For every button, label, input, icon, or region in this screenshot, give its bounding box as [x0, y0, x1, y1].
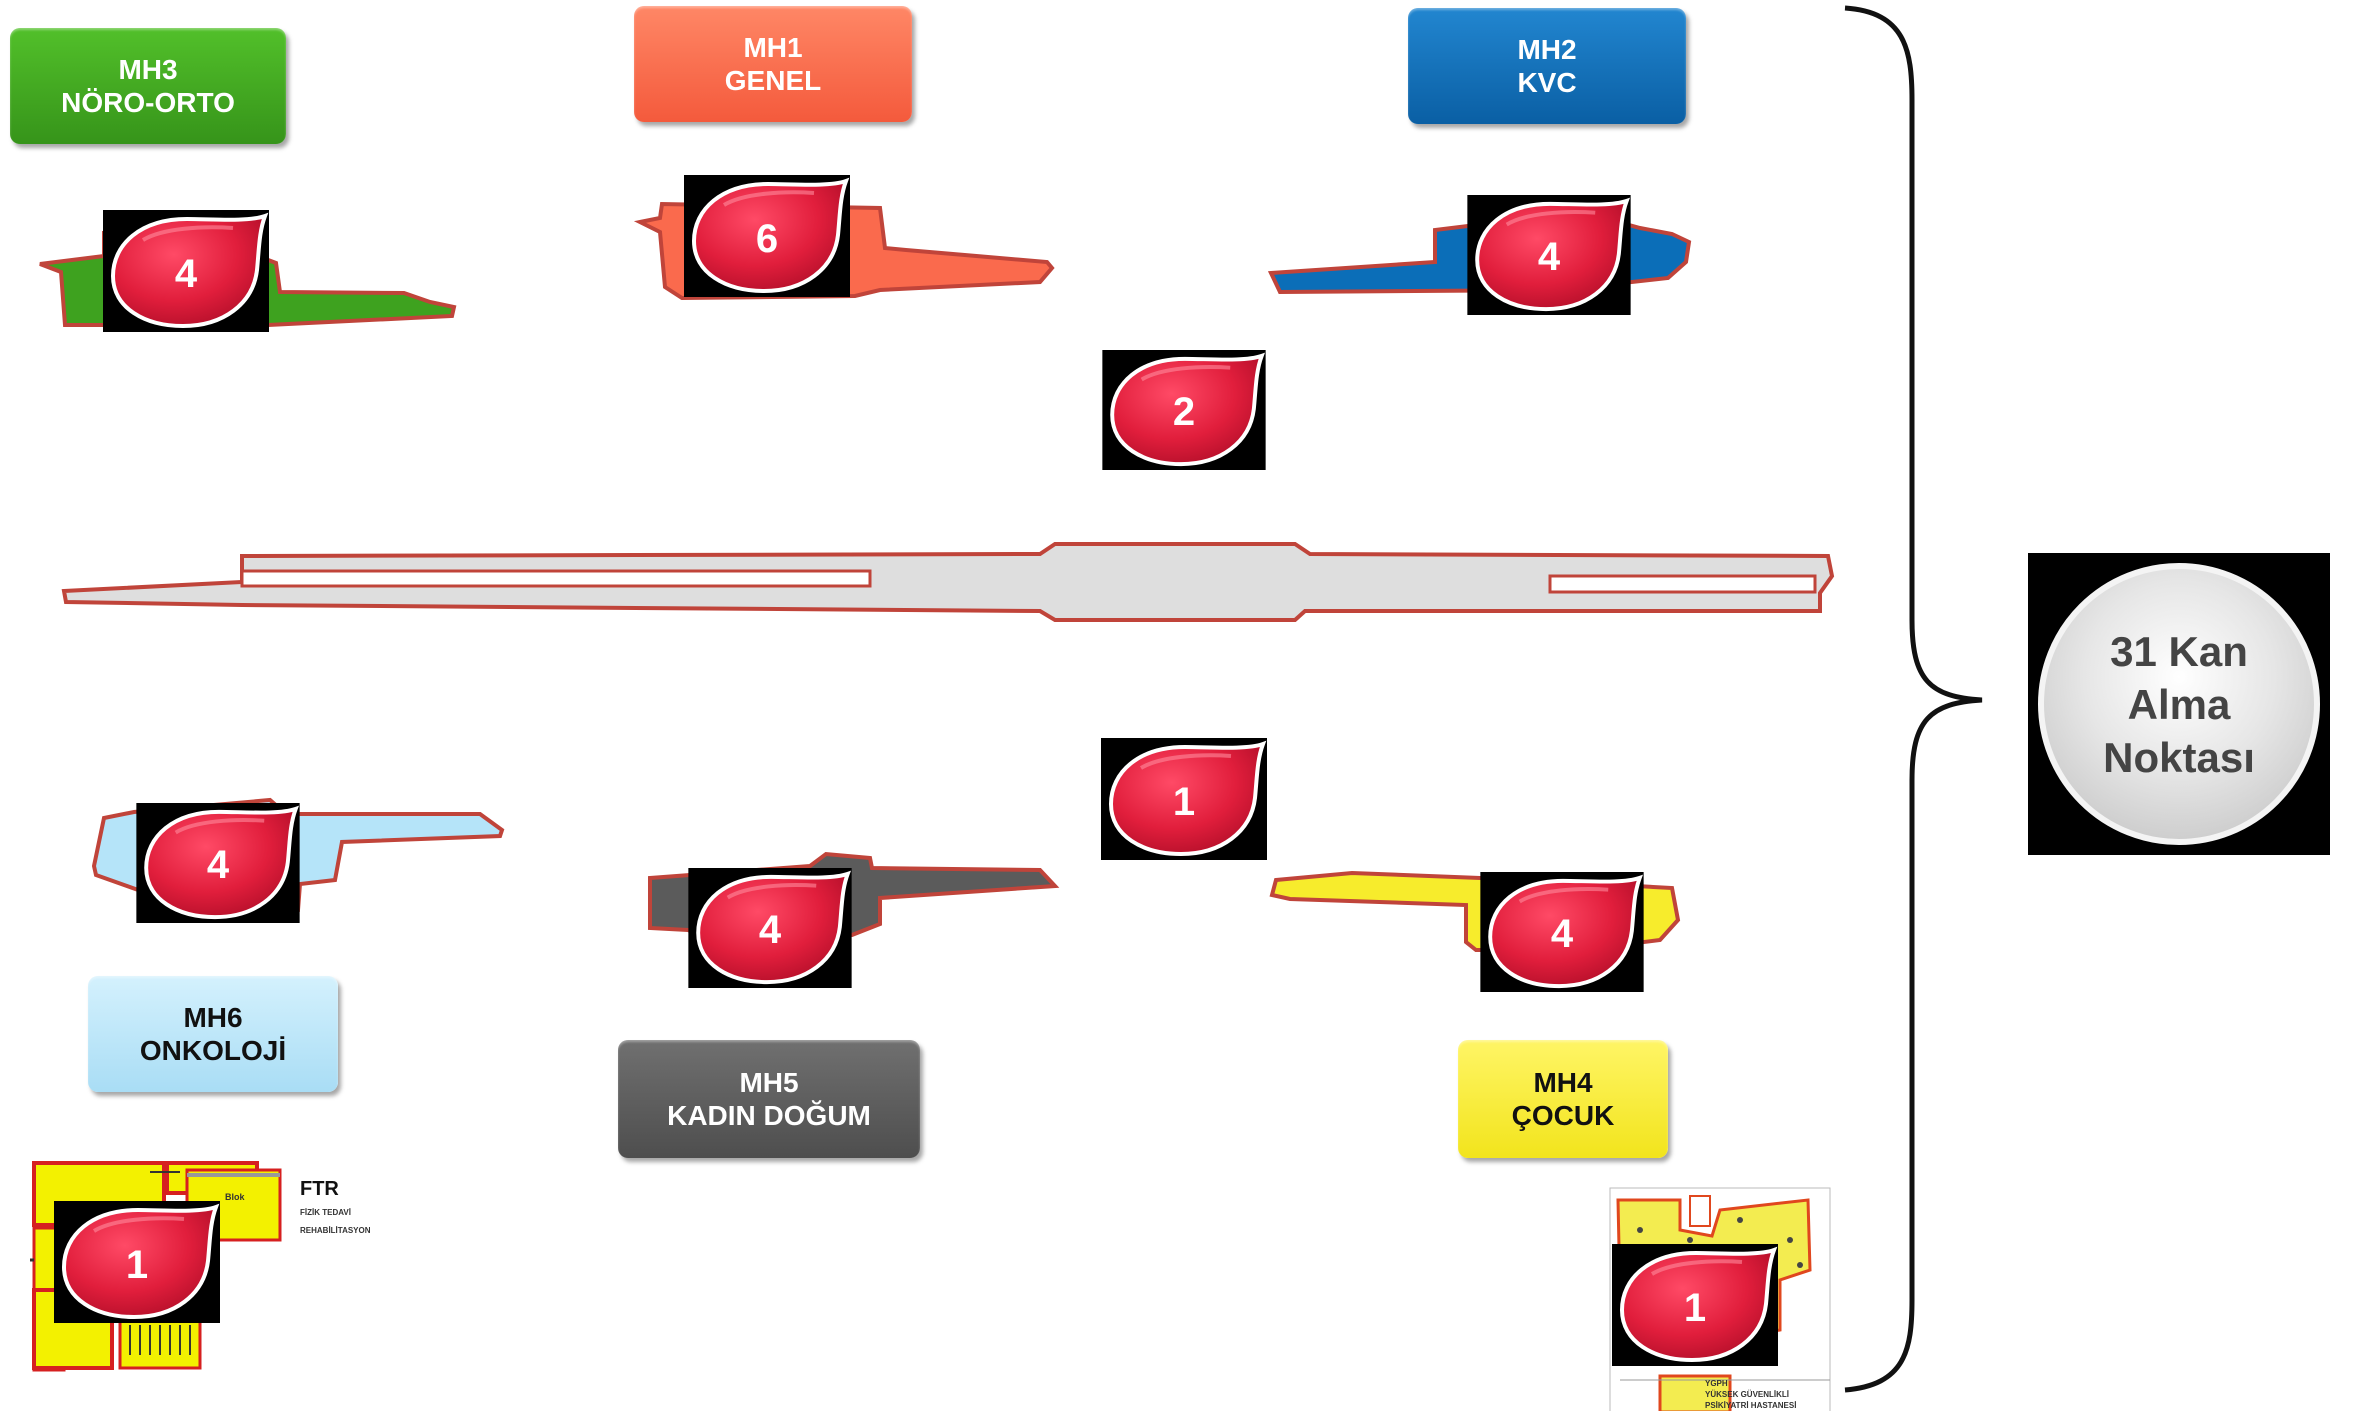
- total-circle: 31 Kan Alma Noktası: [2038, 563, 2320, 845]
- mh2-label: MH2 KVC: [1408, 8, 1686, 124]
- total-line3: Noktası: [2103, 733, 2255, 781]
- ftr-line2: REHABİLİTASYON: [300, 1226, 371, 1235]
- mh1-code: MH1: [743, 32, 803, 63]
- mh5-name: KADIN DOĞUM: [667, 1100, 871, 1131]
- mh2-count: 4: [1538, 235, 1561, 279]
- mh1-label: MH1 GENEL: [634, 6, 912, 122]
- mh3-name: NÖRO-ORTO: [61, 87, 235, 118]
- mh5-count: 4: [759, 908, 782, 952]
- mh3-label: MH3 NÖRO-ORTO: [10, 28, 286, 144]
- ftr-block-tag: Blok: [225, 1192, 245, 1202]
- brace: [1844, 5, 1983, 1393]
- mh6-count: 4: [207, 843, 230, 887]
- center-top-count: 2: [1173, 390, 1195, 434]
- mh1-name: GENEL: [724, 65, 822, 96]
- corridor-inner-left: [240, 569, 872, 588]
- total-line2: Alma: [2127, 680, 2231, 728]
- mh1-count: 6: [756, 217, 778, 261]
- mh4-code: MH4: [1533, 1067, 1593, 1098]
- mh4-name: ÇOCUK: [1511, 1100, 1615, 1131]
- mh2-code: MH2: [1517, 34, 1577, 65]
- ftr-code: FTR: [300, 1178, 339, 1200]
- corridor-inner-right: [1548, 574, 1817, 594]
- corridor-shape: [61, 542, 1835, 622]
- mh6-name: ONKOLOJİ: [139, 1035, 287, 1066]
- ftr-line1: FİZİK TEDAVİ: [300, 1208, 351, 1217]
- ygph-count: 1: [1684, 1286, 1706, 1330]
- mh2-name: KVC: [1517, 67, 1577, 98]
- ygph-code: YGPH: [1705, 1379, 1728, 1388]
- mh4-label: MH4 ÇOCUK: [1458, 1040, 1668, 1158]
- mh6-code: MH6: [183, 1002, 243, 1033]
- ygph-line1: YÜKSEK GÜVENLİKLİ: [1705, 1390, 1789, 1399]
- ftr-count: 1: [126, 1243, 148, 1287]
- mh5-code: MH5: [739, 1067, 799, 1098]
- center-bottom-count: 1: [1173, 780, 1195, 824]
- total-box: 31 Kan Alma Noktası: [2028, 553, 2330, 855]
- mh5-label: MH5 KADIN DOĞUM: [618, 1040, 920, 1158]
- mh4-count: 4: [1551, 912, 1574, 956]
- mh3-count: 4: [175, 252, 198, 296]
- ygph-line2: PSİKİYATRİ HASTANESİ: [1705, 1401, 1796, 1410]
- mh6-label: MH6 ONKOLOJİ: [88, 976, 338, 1092]
- total-line1: 31 Kan: [2110, 627, 2248, 675]
- mh3-code: MH3: [118, 54, 178, 85]
